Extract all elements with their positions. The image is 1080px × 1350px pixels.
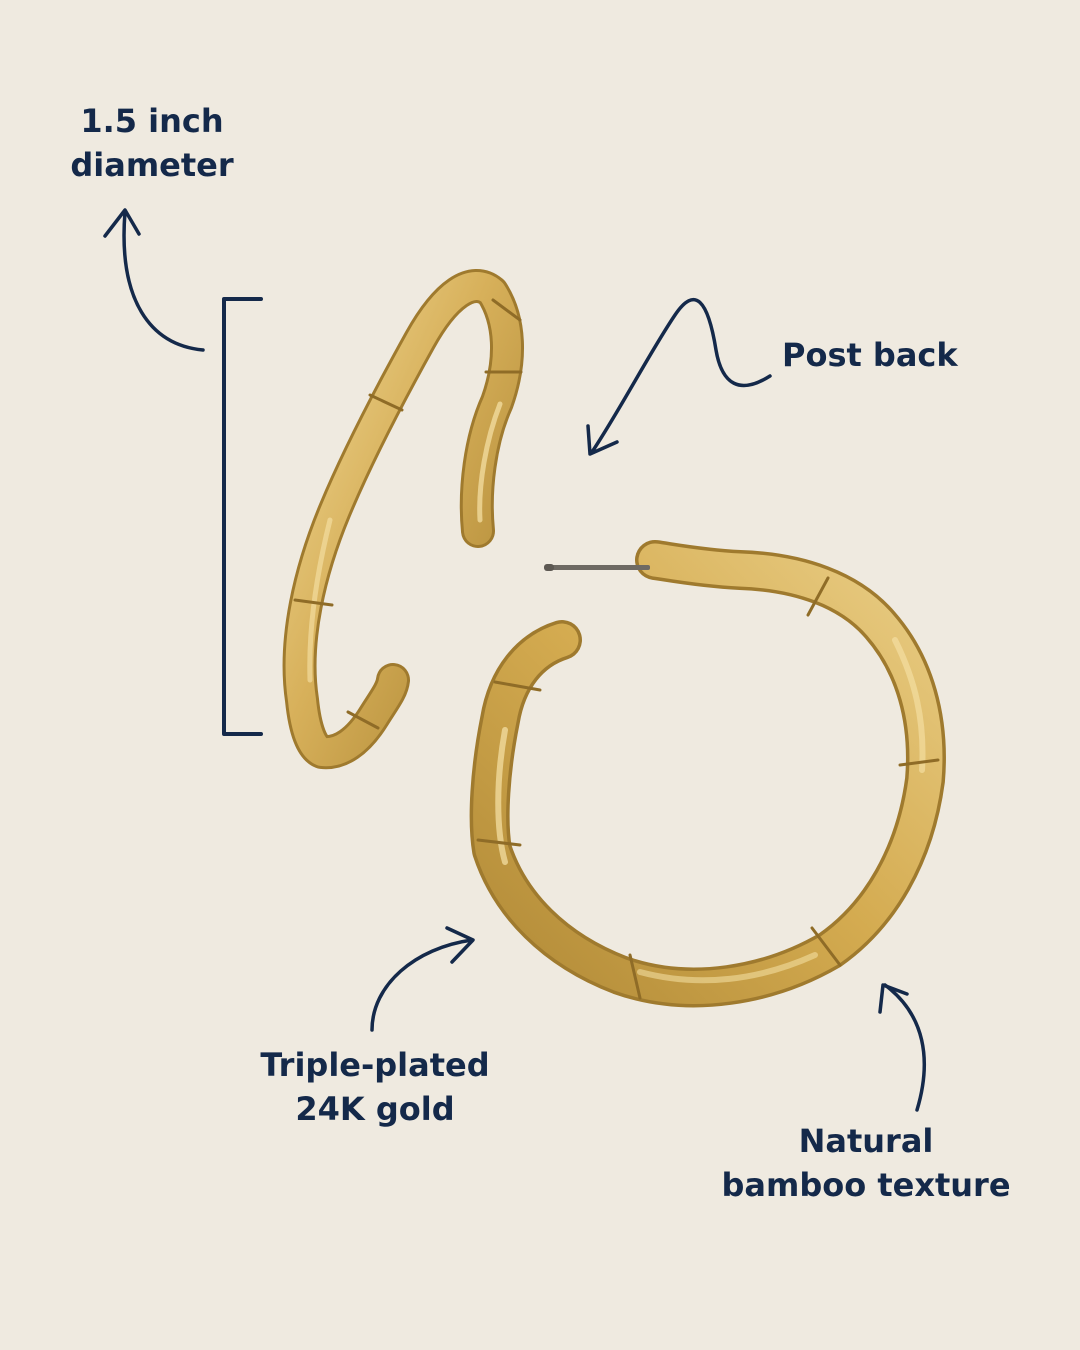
- plating-callout-line1: Triple-plated: [260, 1046, 490, 1084]
- plating-callout: Triple-plated 24K gold: [250, 1043, 500, 1131]
- texture-callout-line1: Natural: [798, 1122, 934, 1160]
- hoop-front-view: [469, 540, 946, 1008]
- post-back-callout-line1: Post back: [782, 336, 958, 374]
- arrow-diameter: [103, 208, 205, 352]
- plating-callout-line2: 24K gold: [295, 1090, 455, 1128]
- arrow-post-back: [586, 297, 772, 456]
- bamboo-node: [476, 576, 940, 1000]
- arrow-plating: [370, 926, 475, 1032]
- diameter-callout: 1.5 inch diameter: [62, 99, 242, 187]
- diameter-callout-line2: diameter: [70, 146, 234, 184]
- earring-post: [544, 564, 650, 571]
- texture-callout: Natural bamboo texture: [714, 1119, 1018, 1207]
- diameter-callout-line1: 1.5 inch: [80, 102, 224, 140]
- post-back-callout: Post back: [782, 333, 972, 377]
- bamboo-node: [293, 298, 523, 730]
- arrow-texture: [878, 983, 927, 1112]
- texture-callout-line2: bamboo texture: [721, 1166, 1011, 1204]
- hoop-side-view: [282, 269, 525, 770]
- diameter-bracket: [222, 297, 263, 736]
